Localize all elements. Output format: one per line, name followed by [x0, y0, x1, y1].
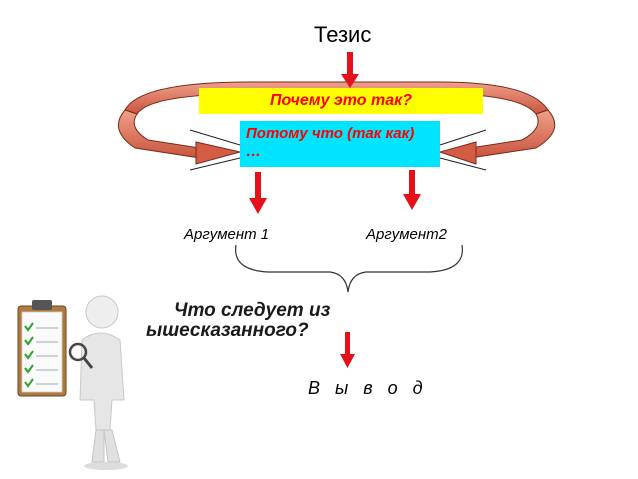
magnifier-person-icon: [68, 295, 128, 470]
answer-text-line2: …: [246, 143, 261, 160]
arrow-argument2-icon: [403, 170, 421, 210]
arrow-thesis-icon: [341, 52, 359, 88]
checklist-clipboard-icon: [17, 300, 67, 397]
argument1-label: Аргумент 1: [184, 226, 270, 243]
arrow-argument1-icon: [249, 172, 267, 214]
answer-text-line1: Потому что (так как): [246, 125, 415, 142]
question-box: Почему это так?: [199, 88, 483, 114]
follow-question-line1: Что следует из: [174, 300, 331, 321]
conclusion-label: В ы в о д: [308, 378, 428, 398]
argument2-label: Аргумент2: [366, 226, 447, 243]
follow-question-line2: ышесказанного?: [146, 320, 309, 341]
answer-box: Потому что (так как) …: [240, 121, 440, 167]
thesis-label: Тезис: [314, 22, 372, 47]
question-text: Почему это так?: [270, 92, 412, 109]
arrow-conclusion-icon: [340, 332, 355, 368]
curly-brace-icon: [235, 244, 463, 293]
